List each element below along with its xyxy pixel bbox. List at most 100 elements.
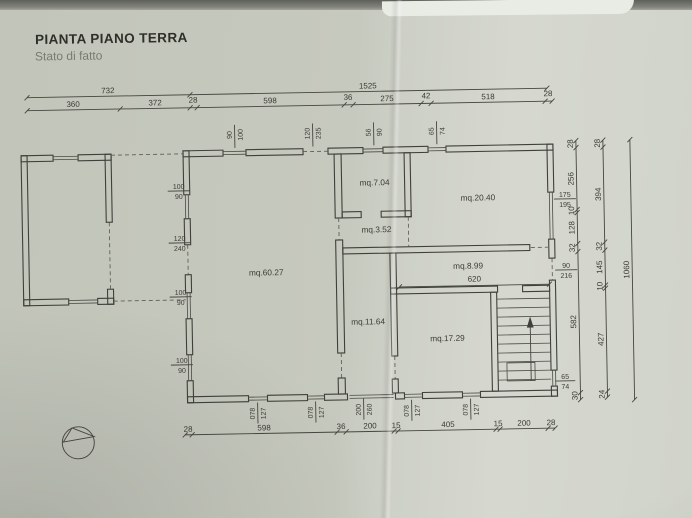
dim-label: 598	[263, 96, 277, 105]
door-opening-dash	[111, 153, 184, 156]
svg-text:120: 120	[305, 128, 312, 140]
wall-segment	[342, 243, 531, 255]
svg-text:127: 127	[261, 407, 268, 419]
dim-label: 24	[597, 389, 606, 399]
right-wall-opening-labels: 175 195 90 216 65 74	[553, 192, 578, 391]
dimension-line	[575, 140, 582, 400]
window-glass-line	[551, 192, 554, 240]
dimension-tick	[573, 144, 579, 151]
dimension-tick	[573, 137, 579, 144]
plan-rotated-group: 732 1525 360 372 28 598 36 275 42 518 28…	[20, 81, 638, 460]
dim-label: 10	[567, 206, 576, 216]
dim-label: 36	[343, 93, 353, 102]
svg-text:100: 100	[173, 184, 185, 191]
dim-label: 360	[66, 100, 80, 109]
dim-label: 394	[594, 187, 603, 201]
dimension-tick	[552, 425, 558, 431]
svg-text:56: 56	[366, 128, 373, 136]
bottom-dimension-chain: 28 598 36 200 15 405 15 200 28	[184, 418, 557, 434]
dimension-tick	[428, 100, 434, 107]
dim-label: 32	[595, 241, 604, 251]
corridor-length-dimension: 620	[468, 274, 482, 283]
svg-text:120: 120	[174, 236, 186, 243]
stair-tread	[497, 315, 551, 318]
dimension-tick	[574, 206, 580, 213]
dimension-tick	[549, 98, 555, 104]
stair-direction-arrow	[526, 316, 534, 381]
dim-label: 32	[568, 243, 577, 253]
dim-label: 28	[566, 139, 575, 149]
dimension-tick	[24, 94, 30, 101]
dimension-line	[602, 140, 609, 398]
dim-label: 145	[595, 260, 604, 274]
svg-text:90: 90	[227, 131, 234, 139]
wall-segment	[186, 380, 195, 404]
dimension-tick	[117, 106, 123, 112]
window-openings-layer	[53, 147, 557, 401]
wall-segment	[323, 393, 349, 401]
opening-size-label: 120 235	[305, 123, 323, 147]
wall-segment	[389, 252, 399, 357]
dimension-line	[27, 100, 553, 112]
dim-label: 42	[421, 91, 431, 100]
dim-label: 256	[566, 171, 575, 185]
room-area-label: mq.8.99	[453, 260, 484, 271]
north-arrow-symbol	[61, 426, 96, 460]
door-opening-dash	[187, 244, 189, 275]
wall-segment	[403, 152, 412, 218]
wall-segment	[337, 377, 347, 395]
dim-label: 427	[596, 332, 605, 346]
wall-segment	[185, 318, 194, 356]
opening-size-label: 90 216	[555, 263, 578, 280]
opening-size-label: 078 127	[404, 399, 422, 421]
dimension-lines-layer	[26, 87, 636, 436]
svg-text:90: 90	[377, 128, 384, 136]
svg-text:175: 175	[559, 192, 571, 199]
dimension-tick	[542, 98, 548, 105]
left-wall-opening-labels: 100 90 120 240 100 90 100 90	[167, 184, 193, 375]
wall-segment	[445, 143, 554, 153]
window-glass-line	[349, 397, 394, 399]
top-total-dimensions: 732 1525	[101, 81, 377, 95]
dim-label: 582	[569, 314, 578, 328]
right-total-dimension: 1060	[622, 260, 631, 279]
dim-label: 36	[337, 422, 347, 431]
door-opening-dash	[108, 222, 111, 290]
wall-segment	[341, 211, 362, 219]
dimension-tick	[343, 429, 349, 435]
dim-label: 28	[593, 138, 602, 148]
dimension-line	[26, 87, 547, 99]
svg-text:100: 100	[176, 358, 188, 365]
dim-label: 275	[380, 94, 394, 103]
dimension-line	[399, 283, 550, 288]
stair-tread	[497, 351, 551, 354]
dimension-tick	[391, 428, 397, 434]
svg-text:260: 260	[367, 403, 374, 415]
opening-size-label: 175 195	[553, 192, 576, 209]
dim-label: 15	[392, 421, 402, 430]
right-mid-dimension-chain: 28 394 32 145 10 427 24	[593, 138, 607, 399]
dim-label: 28	[184, 425, 194, 434]
opening-size-label: 100 90	[167, 184, 190, 201]
room-area-label: mq.3.52	[361, 224, 392, 235]
door-openings-layer	[108, 150, 553, 380]
stair-rail	[506, 362, 536, 382]
dimension-tick	[602, 282, 609, 288]
dimension-tick	[627, 136, 633, 143]
door-opening-dash	[113, 299, 186, 302]
wall-segment	[23, 298, 70, 307]
opening-size-label: 100 90	[169, 290, 192, 307]
svg-text:90: 90	[562, 263, 570, 270]
dim-label: 30	[570, 391, 579, 401]
room-area-label: mq.20.40	[460, 192, 495, 203]
stair-tread	[497, 342, 551, 345]
dimension-tick	[395, 428, 401, 434]
dim-label: 28	[543, 89, 553, 98]
dimension-tick	[187, 91, 193, 98]
wall-segment	[382, 145, 429, 154]
svg-text:078: 078	[404, 405, 411, 417]
wall-segment	[182, 150, 191, 196]
svg-text:240: 240	[174, 246, 186, 253]
svg-text:200: 200	[356, 404, 363, 416]
